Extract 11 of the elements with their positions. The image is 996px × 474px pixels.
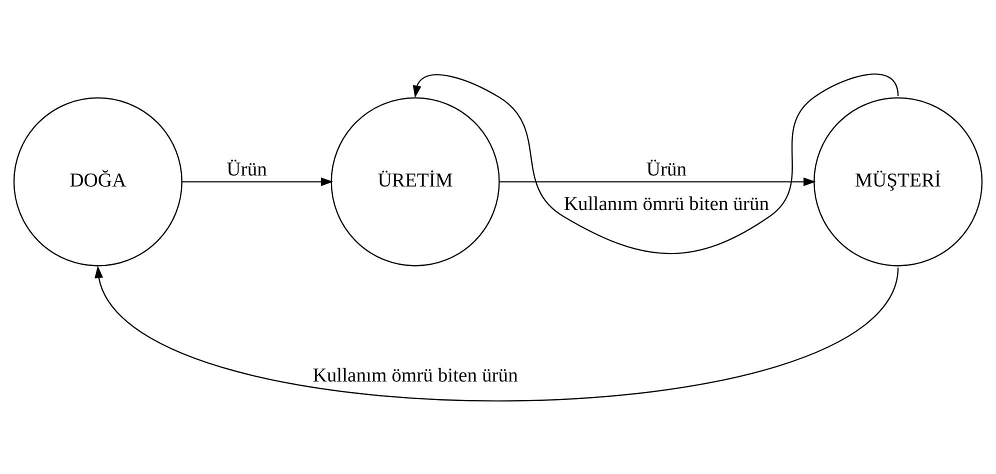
node-circle: DOĞA	[13, 96, 182, 266]
edge-label: Ürün	[646, 158, 687, 180]
node-circle: ÜRETİM	[330, 96, 500, 266]
arrow	[182, 177, 334, 186]
edge-label: Ürün	[226, 158, 267, 180]
arrow	[412, 73, 899, 254]
arrow	[500, 177, 816, 186]
node-circle: MÜŞTERİ	[814, 96, 983, 266]
arrow	[94, 265, 899, 401]
edge-label: Kullanım ömrü biten ürün	[312, 364, 518, 386]
edge-label: Kullanım ömrü biten ürün	[564, 193, 770, 214]
